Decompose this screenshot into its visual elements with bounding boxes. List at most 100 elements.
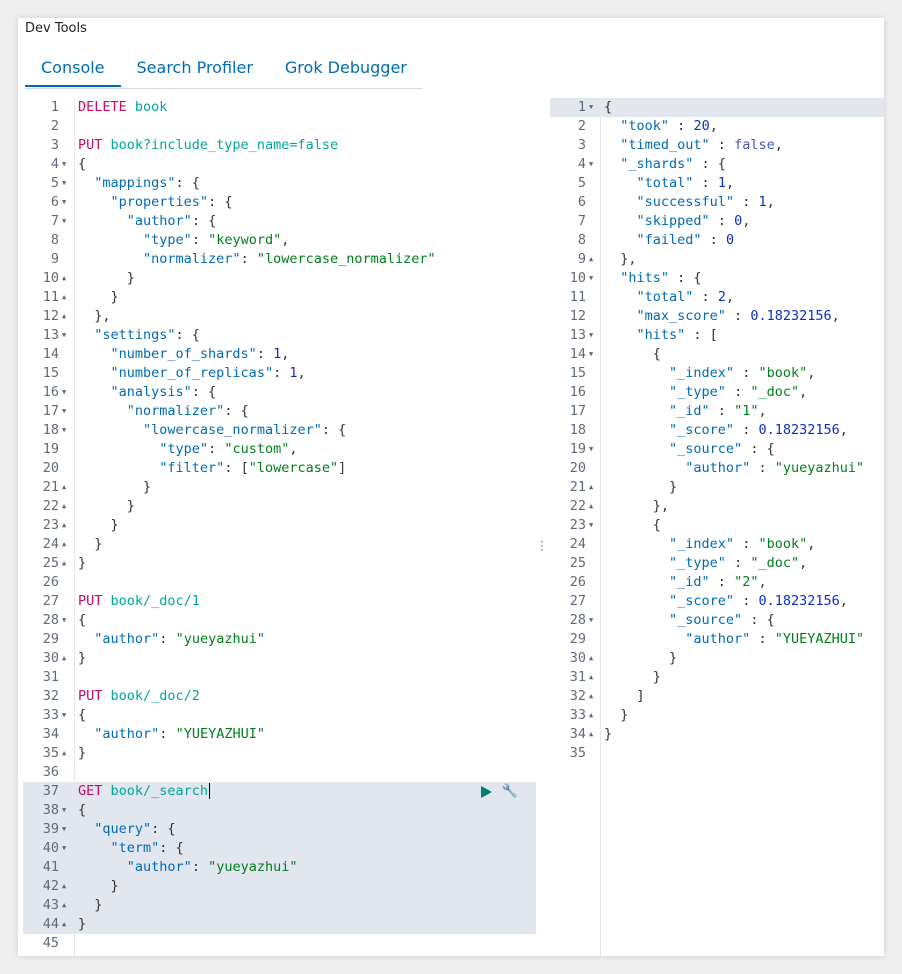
tab-console[interactable]: Console	[25, 56, 121, 87]
fold-close-icon[interactable]: ▲	[62, 483, 67, 491]
response-output[interactable]: 1▼{2 "took" : 20,3 "timed_out" : false,4…	[550, 98, 884, 956]
fold-close-icon[interactable]: ▲	[62, 654, 67, 662]
code-line[interactable]: 31	[23, 668, 536, 687]
fold-open-icon[interactable]: ▼	[589, 274, 594, 282]
code-line[interactable]: 22▲ },	[550, 497, 884, 516]
code-line[interactable]: 15 "number_of_replicas": 1,	[23, 364, 536, 383]
fold-close-icon[interactable]: ▲	[589, 673, 594, 681]
code-line[interactable]: 2 "took" : 20,	[550, 117, 884, 136]
code-line[interactable]: 3 "timed_out" : false,	[550, 136, 884, 155]
code-line[interactable]: 8 "failed" : 0	[550, 231, 884, 250]
fold-close-icon[interactable]: ▲	[589, 730, 594, 738]
code-line[interactable]: 42▲ }	[23, 877, 536, 896]
code-line[interactable]: 13▼ "settings": {	[23, 326, 536, 345]
code-line[interactable]: 16 "_type" : "_doc",	[550, 383, 884, 402]
tab-grok-debugger[interactable]: Grok Debugger	[284, 58, 407, 77]
fold-open-icon[interactable]: ▼	[589, 331, 594, 339]
fold-open-icon[interactable]: ▼	[62, 711, 67, 719]
code-line[interactable]: 12▲ },	[23, 307, 536, 326]
code-line[interactable]: 34▲}	[550, 725, 884, 744]
code-line[interactable]: 41 "author": "yueyazhui"	[23, 858, 536, 877]
code-line[interactable]: 21▲ }	[23, 478, 536, 497]
fold-open-icon[interactable]: ▼	[62, 160, 67, 168]
code-line[interactable]: 43▲ }	[23, 896, 536, 915]
play-icon[interactable]	[480, 785, 492, 798]
code-line[interactable]: 20 "filter": ["lowercase"]	[23, 459, 536, 478]
code-line[interactable]: 26 "_id" : "2",	[550, 573, 884, 592]
fold-close-icon[interactable]: ▲	[62, 882, 67, 890]
tab-search-profiler[interactable]: Search Profiler	[136, 58, 253, 77]
code-line[interactable]: 5▼ "mappings": {	[23, 174, 536, 193]
code-line[interactable]: 22▲ }	[23, 497, 536, 516]
fold-close-icon[interactable]: ▲	[62, 749, 67, 757]
code-line[interactable]: 33▼{	[23, 706, 536, 725]
fold-open-icon[interactable]: ▼	[62, 806, 67, 814]
code-line[interactable]: 34 "author": "YUEYAZHUI"	[23, 725, 536, 744]
code-line[interactable]: 1▼{	[550, 98, 884, 117]
code-line[interactable]: 12 "max_score" : 0.18232156,	[550, 307, 884, 326]
fold-close-icon[interactable]: ▲	[589, 711, 594, 719]
code-line[interactable]: 11▲ }	[23, 288, 536, 307]
fold-open-icon[interactable]: ▼	[62, 388, 67, 396]
fold-close-icon[interactable]: ▲	[62, 920, 67, 928]
fold-open-icon[interactable]: ▼	[62, 217, 67, 225]
wrench-icon[interactable]: 🔧	[501, 784, 518, 799]
fold-close-icon[interactable]: ▲	[62, 274, 67, 282]
fold-open-icon[interactable]: ▼	[589, 616, 594, 624]
code-line[interactable]: 15 "_index" : "book",	[550, 364, 884, 383]
code-line[interactable]: 30▲}	[23, 649, 536, 668]
fold-open-icon[interactable]: ▼	[62, 331, 67, 339]
code-line[interactable]: 18▼ "lowercase_normalizer": {	[23, 421, 536, 440]
fold-open-icon[interactable]: ▼	[62, 179, 67, 187]
code-line[interactable]: 25 "_type" : "_doc",	[550, 554, 884, 573]
fold-close-icon[interactable]: ▲	[589, 692, 594, 700]
fold-open-icon[interactable]: ▼	[589, 103, 594, 111]
code-line[interactable]: 31▲ }	[550, 668, 884, 687]
code-line[interactable]: 27 "_score" : 0.18232156,	[550, 592, 884, 611]
code-line[interactable]: 9▲ },	[550, 250, 884, 269]
code-line[interactable]: 28▼{	[23, 611, 536, 630]
code-line[interactable]: 11 "total" : 2,	[550, 288, 884, 307]
code-line[interactable]: 35	[550, 744, 884, 763]
fold-close-icon[interactable]: ▲	[62, 540, 67, 548]
fold-close-icon[interactable]: ▲	[62, 312, 67, 320]
fold-close-icon[interactable]: ▲	[589, 502, 594, 510]
code-line[interactable]: 24▲ }	[23, 535, 536, 554]
code-line[interactable]: 18 "_score" : 0.18232156,	[550, 421, 884, 440]
code-line[interactable]: 39▼ "query": {	[23, 820, 536, 839]
fold-open-icon[interactable]: ▼	[62, 844, 67, 852]
code-line[interactable]: 7 "skipped" : 0,	[550, 212, 884, 231]
code-line[interactable]: 25▲}	[23, 554, 536, 573]
code-line[interactable]: 35▲}	[23, 744, 536, 763]
code-line[interactable]: 14▼ {	[550, 345, 884, 364]
fold-close-icon[interactable]: ▲	[62, 521, 67, 529]
code-line[interactable]: 40▼ "term": {	[23, 839, 536, 858]
fold-close-icon[interactable]: ▲	[589, 483, 594, 491]
code-line[interactable]: 16▼ "analysis": {	[23, 383, 536, 402]
code-line[interactable]: 4▼ "_shards" : {	[550, 155, 884, 174]
fold-open-icon[interactable]: ▼	[62, 825, 67, 833]
code-line[interactable]: 38▼{	[23, 801, 536, 820]
fold-close-icon[interactable]: ▲	[62, 502, 67, 510]
fold-close-icon[interactable]: ▲	[62, 559, 67, 567]
fold-open-icon[interactable]: ▼	[589, 521, 594, 529]
code-line[interactable]: 14 "number_of_shards": 1,	[23, 345, 536, 364]
code-line[interactable]: 7▼ "author": {	[23, 212, 536, 231]
code-line[interactable]: 2	[23, 117, 536, 136]
fold-close-icon[interactable]: ▲	[62, 901, 67, 909]
fold-open-icon[interactable]: ▼	[62, 198, 67, 206]
fold-open-icon[interactable]: ▼	[589, 350, 594, 358]
code-line[interactable]: 24 "_index" : "book",	[550, 535, 884, 554]
code-line[interactable]: 30▲ }	[550, 649, 884, 668]
code-line[interactable]: 26	[23, 573, 536, 592]
vertical-dots-icon[interactable]: ···	[540, 535, 544, 557]
code-line[interactable]: 5 "total" : 1,	[550, 174, 884, 193]
code-line[interactable]: 44▲}	[23, 915, 536, 934]
code-line[interactable]: 19 "type": "custom",	[23, 440, 536, 459]
code-line[interactable]: 17▼ "normalizer": {	[23, 402, 536, 421]
